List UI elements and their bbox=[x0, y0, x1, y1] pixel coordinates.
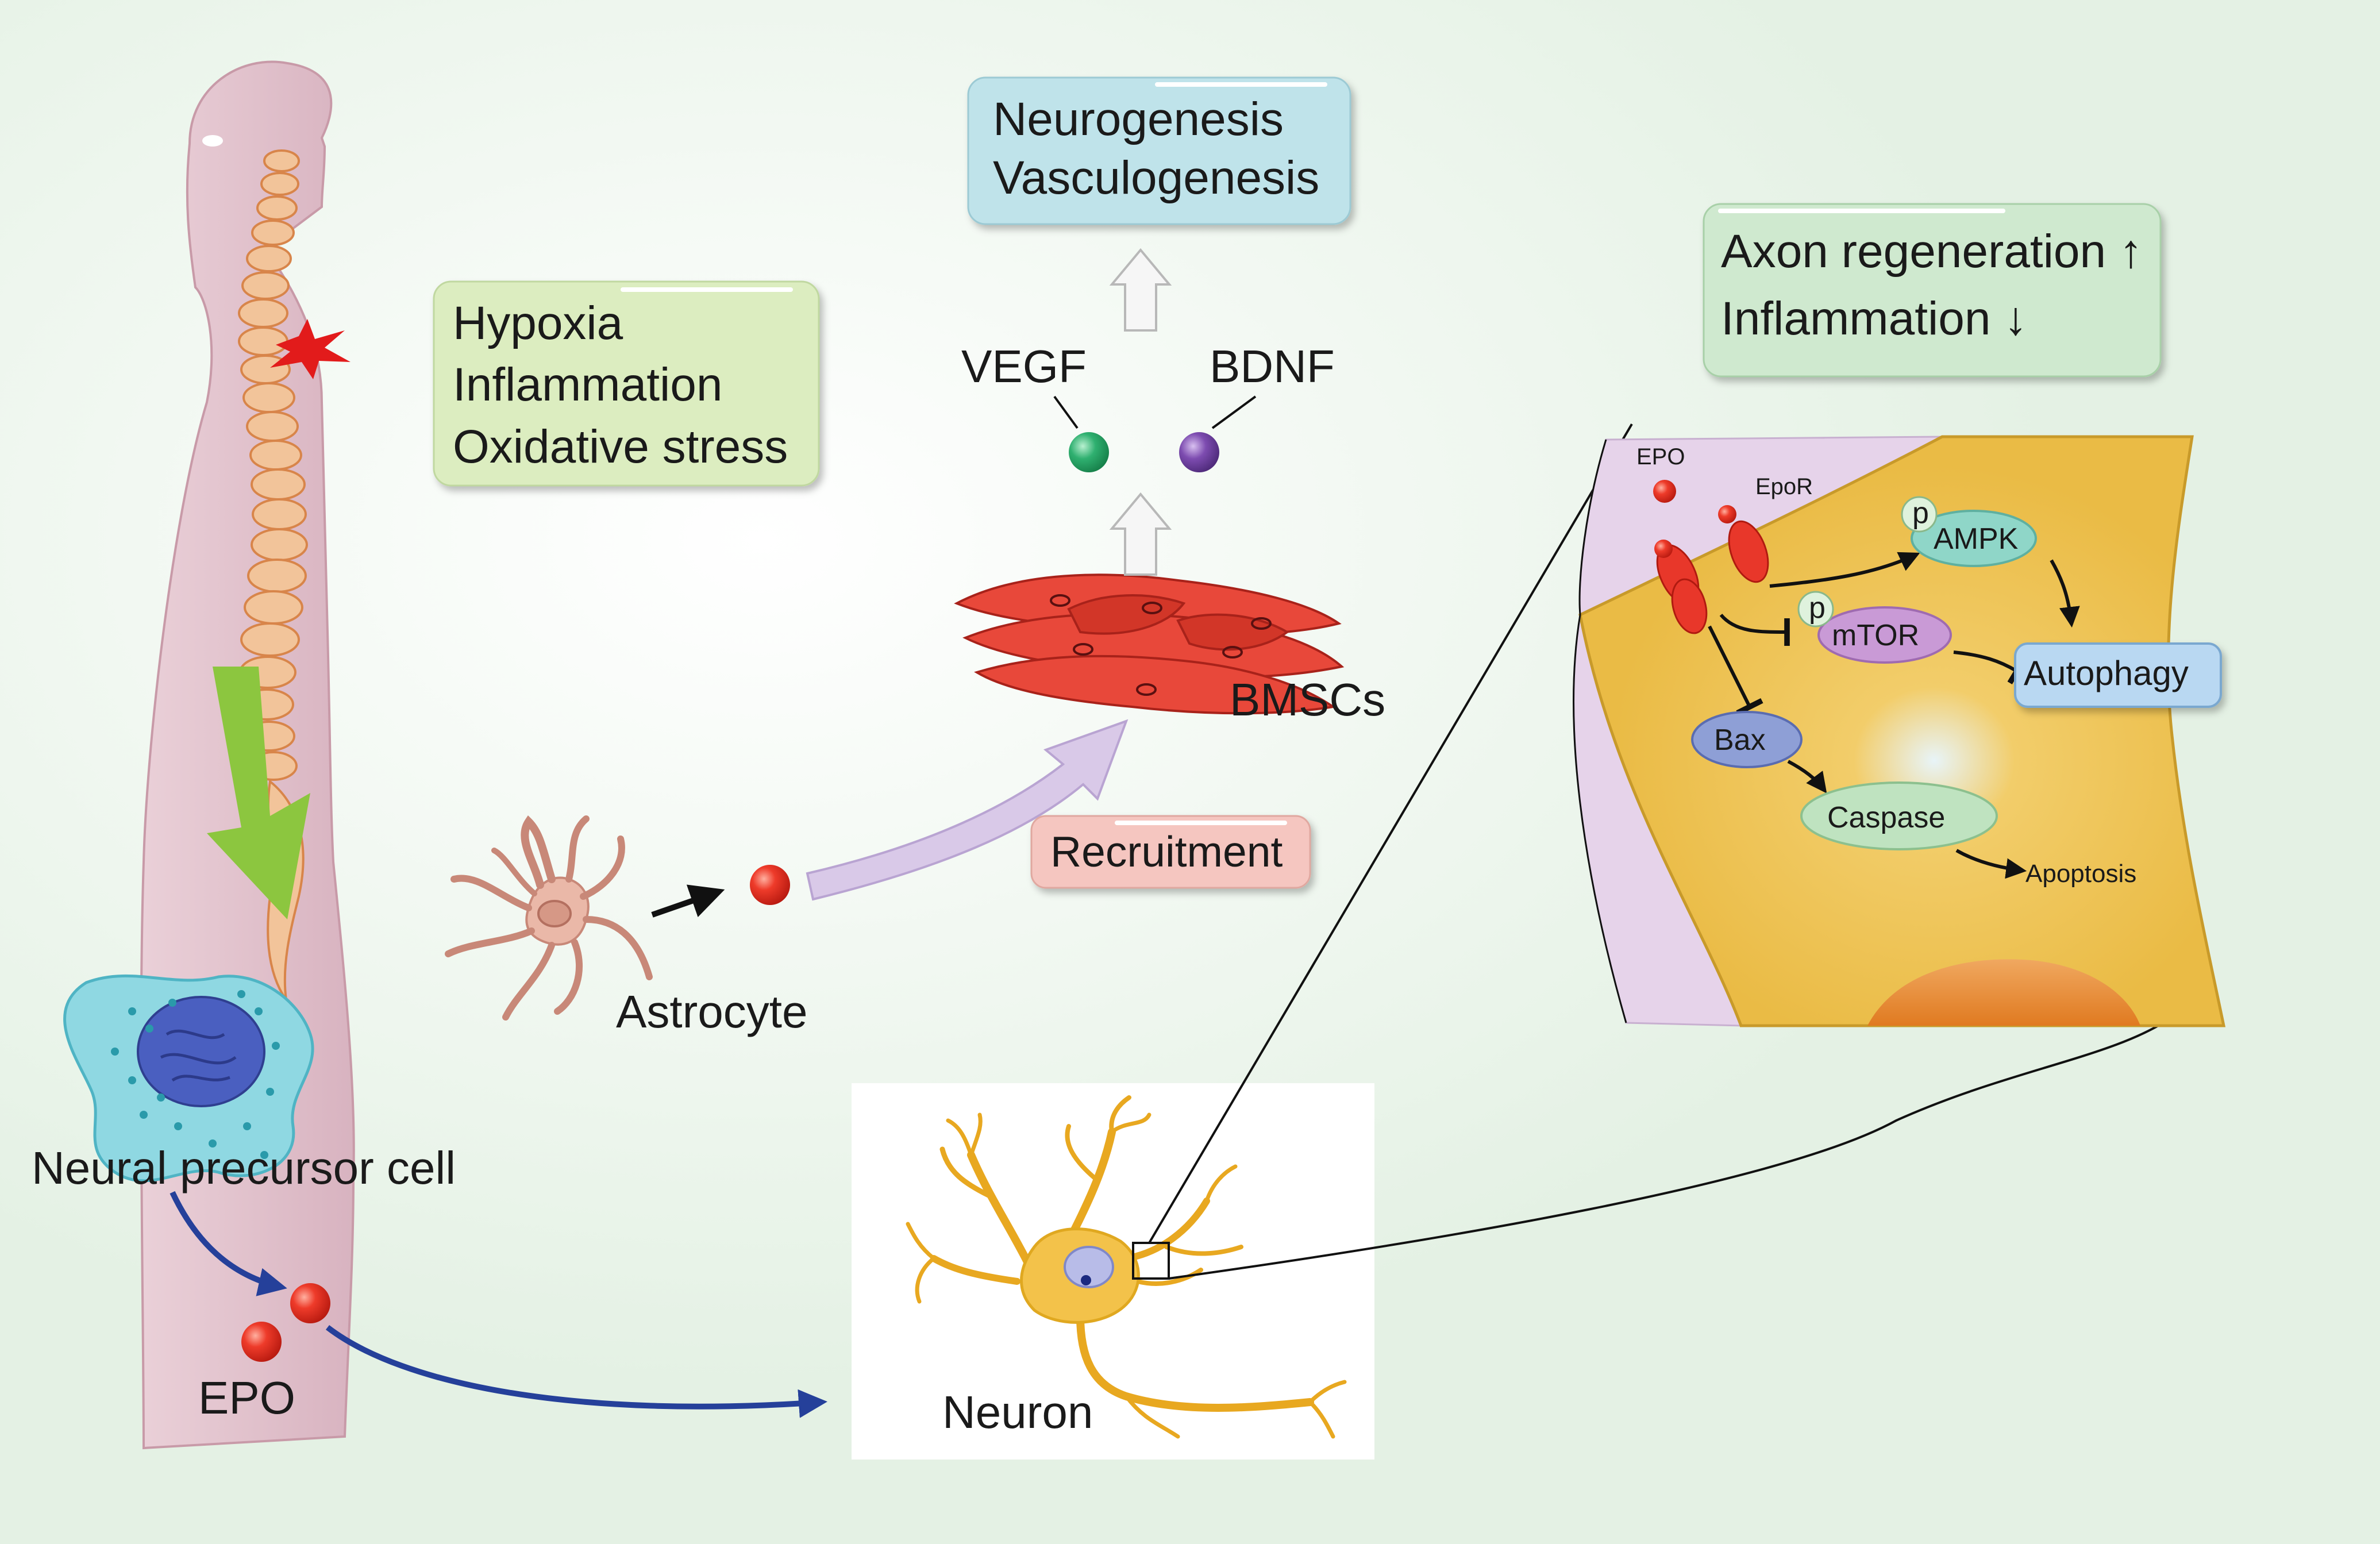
bdnf-leader bbox=[1211, 395, 1257, 429]
inhibit-mtor bbox=[1719, 614, 1790, 646]
recruitment-label: Recruitment bbox=[1050, 827, 1283, 876]
bmscs-cells bbox=[954, 573, 1345, 715]
neuron-nucleolus bbox=[1081, 1275, 1091, 1285]
phospho-icon bbox=[1901, 496, 1938, 533]
neural-precursor-label: Neural precursor cell bbox=[32, 1142, 456, 1193]
epor-receptor bbox=[1654, 540, 1708, 634]
bax-label: Bax bbox=[1714, 723, 1766, 757]
vegf-label: VEGF bbox=[961, 341, 1087, 392]
stress-conditions-box bbox=[433, 280, 820, 487]
ampk-to-autophagy bbox=[2050, 559, 2080, 628]
effects-line: Axon regeneration ↑ bbox=[1721, 225, 2143, 278]
apoptosis-label: Apoptosis bbox=[2025, 860, 2136, 888]
neural-precursor-cell bbox=[63, 974, 314, 1183]
outcome-line: Vasculogenesis bbox=[993, 152, 1319, 204]
phospho-label: p bbox=[1809, 591, 1826, 625]
epo-molecule bbox=[241, 1322, 282, 1362]
outcome-line: Neurogenesis bbox=[993, 93, 1284, 145]
recruitment-arrow bbox=[806, 719, 1129, 901]
autophagy-node bbox=[2014, 642, 2222, 708]
neuron-label: Neuron bbox=[942, 1387, 1093, 1438]
caspase-to-apoptosis bbox=[1955, 849, 2027, 879]
autophagy-label: Autophagy bbox=[2024, 654, 2189, 692]
epo-molecule bbox=[1653, 480, 1676, 503]
arrow-to-ampk bbox=[1769, 552, 1920, 588]
caspase-label: Caspase bbox=[1827, 801, 1945, 834]
blue-arrow-to-epo bbox=[170, 1191, 287, 1296]
zoom-line bbox=[1148, 423, 1633, 1244]
bax-to-caspase bbox=[1787, 760, 1827, 794]
mtor-label: mTOR bbox=[1832, 619, 1919, 652]
phospho-icon bbox=[1797, 591, 1834, 627]
bdnf-label: BDNF bbox=[1210, 341, 1335, 392]
phospho-label: p bbox=[1912, 496, 1929, 530]
inset-epo-label: EPO bbox=[1636, 444, 1685, 469]
zoom-box bbox=[1132, 1242, 1170, 1280]
effects-line: Inflammation ↓ bbox=[1721, 292, 2027, 345]
stress-line: Oxidative stress bbox=[453, 421, 788, 473]
spine bbox=[238, 149, 308, 1001]
epor-label: EpoR bbox=[1755, 474, 1813, 499]
stress-line: Hypoxia bbox=[453, 297, 623, 349]
green-down-arrow bbox=[207, 667, 310, 919]
eye-icon bbox=[202, 135, 223, 147]
bmscs-label: BMSCs bbox=[1230, 674, 1385, 725]
epor-receptor bbox=[1718, 505, 1769, 583]
outcome-box bbox=[967, 76, 1351, 225]
ampk-node bbox=[1911, 510, 2037, 567]
neuron-nucleus bbox=[1064, 1246, 1114, 1288]
epo-label: EPO bbox=[198, 1372, 295, 1423]
inhibit-bax bbox=[1708, 625, 1763, 716]
ampk-label: AMPK bbox=[1934, 522, 2019, 556]
astrocyte-label: Astrocyte bbox=[616, 986, 807, 1037]
effects-box bbox=[1703, 203, 2162, 378]
epo-molecule bbox=[750, 865, 790, 905]
injury-burst-icon bbox=[270, 319, 351, 379]
bdnf-molecule bbox=[1179, 432, 1219, 472]
vegf-molecule bbox=[1069, 432, 1109, 472]
inset-border-line bbox=[1573, 439, 1627, 1023]
mtor-node bbox=[1817, 606, 1952, 664]
caspase-node bbox=[1800, 781, 1998, 850]
up-arrow bbox=[1109, 492, 1172, 576]
astrocyte-cell bbox=[445, 815, 653, 1021]
astrocyte-to-epo-arrow bbox=[651, 884, 725, 918]
recruitment-box bbox=[1030, 815, 1311, 889]
zoom-line bbox=[1168, 1016, 2173, 1280]
mtor-inhibit-autophagy bbox=[1953, 650, 2027, 685]
epo-molecule bbox=[290, 1283, 330, 1323]
vegf-leader bbox=[1053, 395, 1079, 429]
up-arrow bbox=[1109, 248, 1172, 332]
signaling-inset bbox=[1573, 435, 2226, 1027]
stress-line: Inflammation bbox=[453, 359, 722, 411]
bmscs-nuclei bbox=[1050, 594, 1272, 696]
bax-node bbox=[1691, 711, 1803, 768]
blue-arrow-to-neuron bbox=[325, 1325, 827, 1418]
